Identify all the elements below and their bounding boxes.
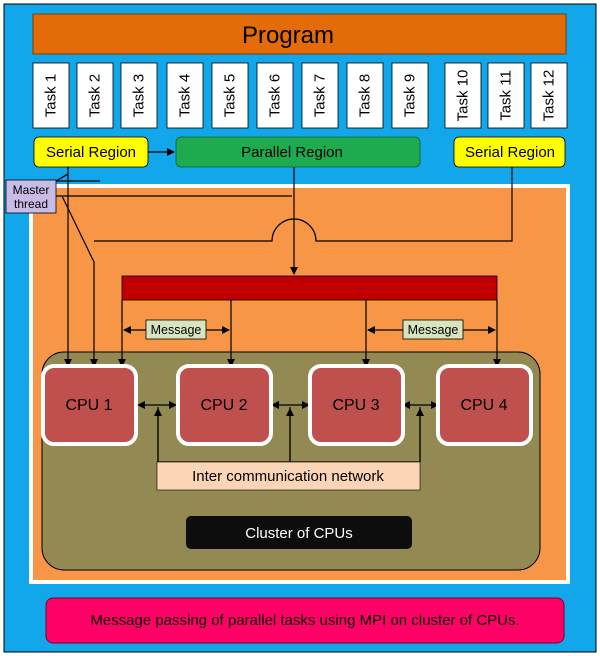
task-box: Task 1: [32, 62, 70, 129]
task-box: Task 3: [120, 62, 158, 129]
task-label: Task 5: [222, 74, 239, 117]
message-label-right: Message: [408, 323, 459, 337]
task-label: Task 6: [267, 74, 284, 117]
task-label: Task 7: [312, 74, 329, 117]
master-thread-line2: thread: [14, 197, 48, 211]
cpu-2-label: CPU 2: [200, 397, 247, 414]
distribution-bar: [121, 275, 498, 301]
network-box: [156, 461, 421, 491]
task-box: Task 11: [487, 62, 525, 129]
cluster-label: Cluster of CPUs: [245, 525, 353, 542]
caption-box: [45, 597, 565, 644]
task-label: Task 4: [177, 74, 194, 117]
message-box-right: [402, 319, 464, 340]
network-label: Inter communication network: [192, 468, 384, 485]
program-label: Program: [242, 22, 334, 49]
serial-region-right: [453, 136, 566, 168]
task-label: Task 1: [43, 74, 60, 117]
serial-region-left-label: Serial Region: [46, 144, 136, 161]
task-box: Task 7: [301, 62, 339, 129]
cpu-2: CPU 2: [176, 364, 273, 446]
task-box: Task 8: [346, 62, 384, 129]
task-label: Task 2: [87, 74, 104, 117]
serial-right-loop: [94, 167, 513, 242]
task-box: Task 10: [444, 62, 482, 129]
task-box: Task 12: [530, 62, 568, 129]
cpu-3-label: CPU 3: [332, 397, 379, 414]
message-label-left: Message: [151, 323, 202, 337]
task-label: Task 8: [357, 74, 374, 117]
caption-text: Message passing of parallel tasks using …: [90, 612, 519, 629]
task-box: Task 5: [211, 62, 249, 129]
program-bar: [32, 13, 567, 55]
message-box-left: [145, 319, 207, 340]
cluster-label-box: [186, 516, 412, 549]
serial-left-junction: [55, 173, 69, 182]
task-label: Task 9: [402, 74, 419, 117]
cpu-1-label: CPU 1: [65, 397, 112, 414]
task-label: Task 12: [541, 70, 558, 122]
task-box: Task 6: [256, 62, 294, 129]
task-label: Task 3: [131, 74, 148, 117]
task-label: Task 10: [455, 70, 472, 122]
task-box: Task 9: [391, 62, 429, 129]
cpu-4: CPU 4: [436, 364, 533, 446]
cpu-4-label: CPU 4: [460, 397, 507, 414]
serial-region-right-label: Serial Region: [465, 144, 555, 161]
task-box: Task 4: [166, 62, 204, 129]
master-thread-box: [5, 179, 57, 214]
task-label: Task 11: [498, 70, 515, 121]
cpu-1: CPU 1: [41, 364, 138, 446]
task-box: Task 2: [76, 62, 114, 129]
parallel-region: [175, 136, 421, 168]
cpu-3: CPU 3: [308, 364, 405, 446]
parallel-region-label: Parallel Region: [241, 144, 343, 161]
task-list: Task 1 Task 2 Task 3 Task 4 Task 5 Task 6 Task…: [32, 62, 568, 129]
master-thread-line1: Master: [13, 183, 50, 197]
